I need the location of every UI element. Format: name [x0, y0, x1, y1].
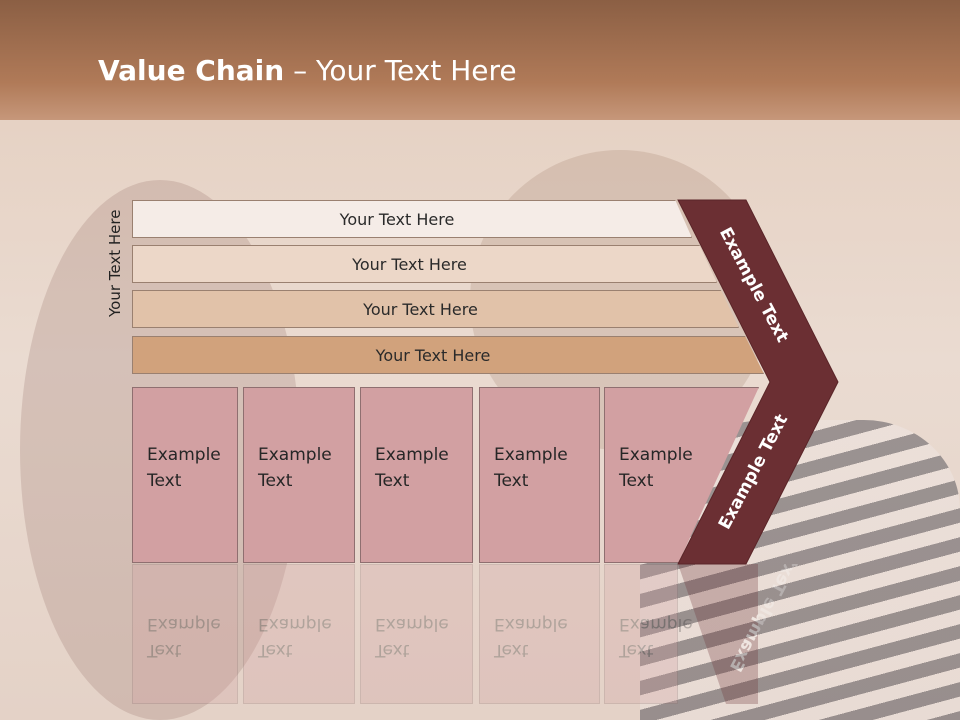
box-3-line2: Text — [375, 471, 410, 491]
row-2-label: Your Text Here — [352, 254, 467, 274]
reflection: Text Example Text Example Text Example T… — [0, 564, 960, 720]
box-3-line1: Example — [375, 445, 449, 465]
box-1-line1: Example — [147, 445, 221, 465]
box-5-line1: Example — [619, 445, 693, 465]
reflection-box-4-line1: Example — [494, 614, 568, 634]
reflection-box-2: Text Example — [243, 564, 355, 704]
row-3-label: Your Text Here — [363, 299, 478, 319]
reflection-box-3: Text Example — [360, 564, 473, 704]
reflection-box-1-line2: Text — [147, 640, 182, 660]
box-2-line1: Example — [258, 445, 332, 465]
box-4: Example Text — [479, 387, 600, 563]
reflection-box-3-line1: Example — [375, 614, 449, 634]
reflection-box-2-line1: Example — [258, 614, 332, 634]
reflection-box-5: Text Example — [604, 564, 693, 704]
title-bold: Value Chain — [98, 54, 285, 87]
reflection-box-3-line2: Text — [375, 640, 410, 660]
box-3: Example Text — [360, 387, 473, 563]
box-4-line1: Example — [494, 445, 568, 465]
row-4-label: Your Text Here — [375, 345, 491, 365]
reflection-box-5-line2: Text — [619, 640, 654, 660]
row-4: Your Text Here — [132, 336, 764, 374]
reflection-box-4: Text Example — [479, 564, 600, 704]
row-1-label: Your Text Here — [339, 209, 455, 229]
reflection-box-1-line1: Example — [147, 614, 221, 634]
reflection-box-2-line2: Text — [258, 640, 293, 660]
reflection-box-5-line1: Example — [619, 614, 693, 634]
box-5-line2: Text — [619, 471, 654, 491]
row-2: Your Text Here — [132, 245, 717, 283]
side-label-text: Your Text Here — [106, 209, 124, 317]
row-3: Your Text Here — [132, 290, 739, 328]
title-rest: – Your Text Here — [284, 54, 517, 87]
reflection-box-4-line2: Text — [494, 640, 529, 660]
box-2: Example Text — [243, 387, 355, 563]
reflection-box-1: Text Example — [132, 564, 238, 704]
box-1: Example Text — [132, 387, 238, 563]
box-2-line2: Text — [258, 471, 293, 491]
slide-title: Value Chain – Your Text Here — [98, 54, 517, 87]
box-4-line2: Text — [494, 471, 529, 491]
box-1-line2: Text — [147, 471, 182, 491]
side-label: Your Text Here — [106, 210, 126, 317]
row-1: Your Text Here — [132, 200, 692, 238]
